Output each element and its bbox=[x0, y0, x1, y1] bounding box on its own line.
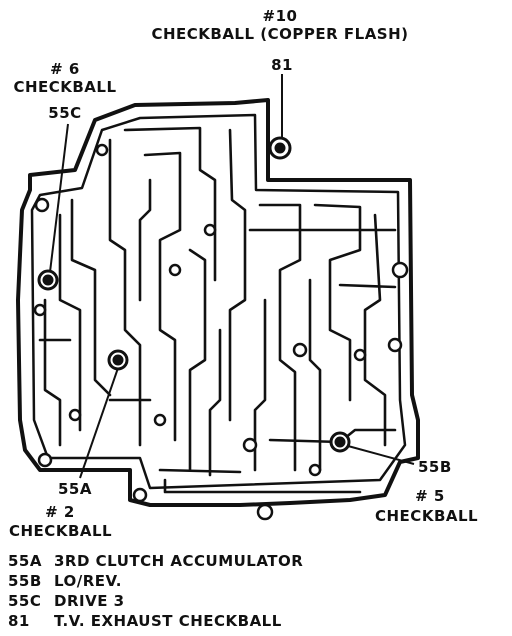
legend-code: 55C bbox=[8, 592, 42, 610]
callout-10-code: 81 bbox=[271, 56, 293, 74]
checkball-pockets bbox=[37, 136, 351, 453]
callout-5-number: # 5 bbox=[415, 487, 445, 505]
inner-outline bbox=[30, 113, 407, 490]
legend-code: 81 bbox=[8, 612, 30, 630]
callout-5-code: 55B bbox=[418, 458, 452, 476]
callout-6-number: # 6 bbox=[50, 60, 80, 78]
legend-row: 55A 3RD CLUTCH ACCUMULATOR bbox=[8, 552, 303, 570]
legend-text: LO/REV. bbox=[54, 572, 122, 590]
callout-10-title: CHECKBALL (COPPER FLASH) bbox=[151, 25, 409, 43]
callout-10-number: #10 bbox=[262, 7, 298, 25]
valve-body-outline bbox=[16, 98, 420, 507]
legend-row: 81 T.V. EXHAUST CHECKBALL bbox=[8, 612, 282, 630]
legend-text: T.V. EXHAUST CHECKBALL bbox=[54, 612, 282, 630]
leader-lines bbox=[49, 74, 415, 479]
legend-row: 55C DRIVE 3 bbox=[8, 592, 125, 610]
callout-2-number: # 2 bbox=[45, 503, 75, 521]
callout-2-code: 55A bbox=[58, 480, 92, 498]
legend-text: 3RD CLUTCH ACCUMULATOR bbox=[54, 552, 304, 570]
callout-6-code: 55C bbox=[48, 104, 82, 122]
callout-2-title: CHECKBALL bbox=[9, 522, 113, 540]
legend-code: 55B bbox=[8, 572, 42, 590]
legend-row: 55B LO/REV. bbox=[8, 572, 122, 590]
bolt-holes bbox=[33, 143, 409, 521]
callout-6-title: CHECKBALL bbox=[13, 78, 117, 96]
callout-5-title: CHECKBALL bbox=[375, 507, 479, 525]
legend-code: 55A bbox=[8, 552, 42, 570]
legend-text: DRIVE 3 bbox=[54, 592, 125, 610]
